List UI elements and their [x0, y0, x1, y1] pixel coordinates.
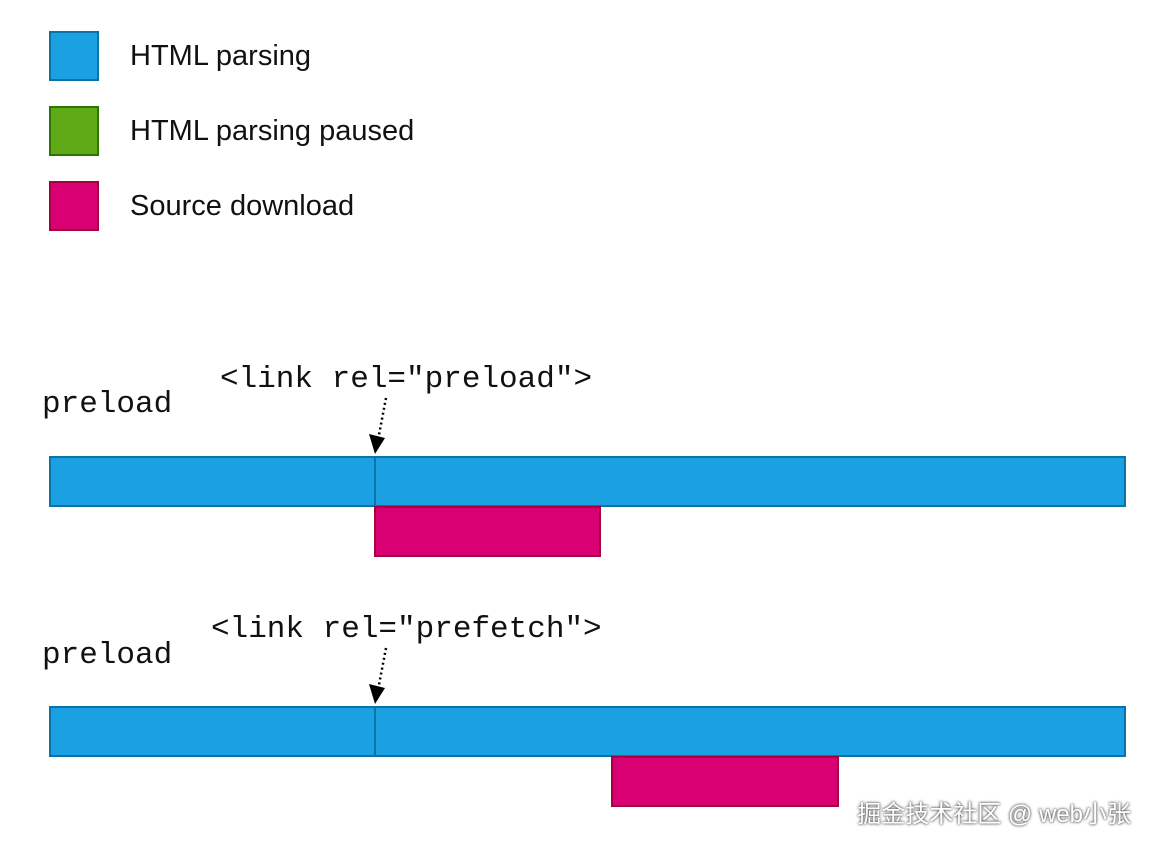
legend-label-html-parsing: HTML parsing — [130, 40, 312, 72]
legend-label-parsing-paused: HTML parsing paused — [130, 115, 415, 147]
row-label: preload — [42, 387, 173, 422]
html-parsing-bar — [49, 706, 1126, 757]
legend-label-source-download: Source download — [130, 190, 355, 222]
legend-swatch-parsing-paused — [49, 106, 99, 156]
legend-swatch-html-parsing — [49, 31, 99, 81]
html-parsing-bar — [49, 456, 1126, 507]
legend-swatch-source-download — [49, 181, 99, 231]
watermark: 掘金技术社区 @ web小张 — [857, 801, 1131, 828]
row-label: preload — [42, 638, 173, 673]
source-download-bar — [611, 756, 839, 807]
source-download-bar — [374, 506, 601, 557]
link-tag-label: <link rel="prefetch"> — [211, 612, 602, 647]
parsing-divider — [374, 706, 376, 757]
parsing-divider — [374, 456, 376, 507]
arrow-icon — [369, 647, 388, 704]
arrow-icon — [369, 397, 388, 454]
link-tag-label: <link rel="preload"> — [220, 362, 593, 397]
